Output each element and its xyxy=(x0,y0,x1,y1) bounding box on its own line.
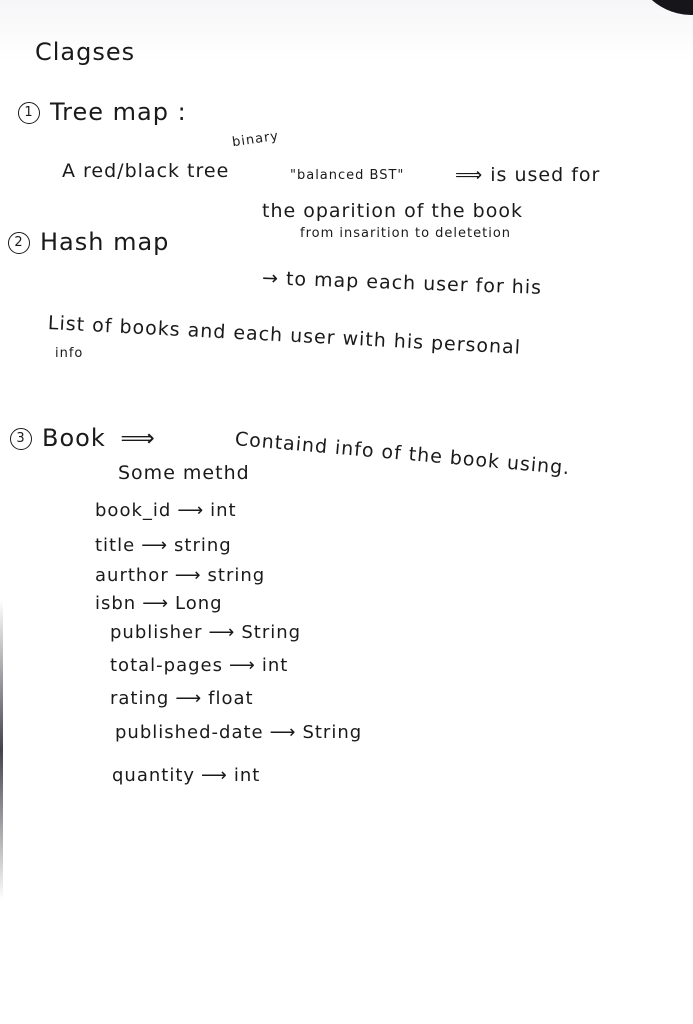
field-type: int xyxy=(210,500,237,521)
field-row: isbn⟶Long xyxy=(95,593,223,614)
hash-map-line-2: List of books and each user with his per… xyxy=(47,312,522,359)
page-corner-shadow xyxy=(635,0,693,32)
field-type: int xyxy=(233,765,261,786)
field-row: publisher⟶String xyxy=(110,622,301,643)
hash-map-label: Hash map xyxy=(40,228,170,256)
field-row: book_id⟶int xyxy=(95,500,237,521)
field-row: rating⟶float xyxy=(110,688,254,709)
binary-annotation: binary xyxy=(231,128,280,151)
hash-map-line-1: → to map each user for his xyxy=(261,267,543,299)
tree-map-line-4: the oparition of the book xyxy=(262,200,523,222)
arrow-icon: ⟶ xyxy=(174,565,202,586)
field-name: publisher xyxy=(110,622,203,643)
arrow-icon: ⟶ xyxy=(175,688,203,709)
section-number-3: 3 xyxy=(10,428,32,450)
field-type: String xyxy=(302,722,363,743)
tree-map-line-2: "balanced BST" xyxy=(290,168,405,183)
field-type: string xyxy=(207,565,266,586)
section-number-1: 1 xyxy=(18,102,40,124)
field-row: quantity⟶int xyxy=(112,765,260,786)
field-row: published-date⟶String xyxy=(115,722,362,743)
arrow-icon: ⟶ xyxy=(142,593,170,614)
tree-map-line-5: from insarition to deletetion xyxy=(300,226,512,241)
arrow-icon: ⟶ xyxy=(229,655,256,676)
field-type: int xyxy=(261,655,289,676)
field-row: aurthor⟶string xyxy=(95,565,265,586)
tree-map-label: Tree map : xyxy=(50,98,187,126)
hash-map-line-3: info xyxy=(55,346,84,361)
field-name: book_id xyxy=(95,500,172,521)
arrow-icon: ⟶ xyxy=(177,500,205,521)
book-label: Book xyxy=(42,424,106,452)
arrow-icon: ⟶ xyxy=(269,722,297,743)
field-row: total-pages ⟶int xyxy=(110,655,288,676)
section-book-title: 3 Book ⟹ xyxy=(10,424,162,452)
arrow-icon: ⟶ xyxy=(201,765,228,786)
field-name: total-pages xyxy=(110,655,223,676)
field-name: quantity xyxy=(112,765,196,786)
section-hash-map-title: 2 Hash map xyxy=(8,228,169,256)
field-name: aurthor xyxy=(95,565,169,586)
tree-map-line-1: A red/black tree xyxy=(62,160,230,182)
field-row: title⟶string xyxy=(95,535,232,556)
book-description: Containd info of the book using. xyxy=(234,428,572,480)
arrow-icon: ⟶ xyxy=(141,535,169,556)
book-subheading: Some methd xyxy=(118,462,250,484)
field-name: rating xyxy=(110,688,170,709)
double-arrow-icon: ⟹ xyxy=(120,424,156,452)
field-type: Long xyxy=(175,593,223,614)
section-tree-map-title: 1 Tree map : xyxy=(18,98,187,126)
tree-map-line-3: ⟹ is used for xyxy=(455,164,601,186)
field-name: published-date xyxy=(115,722,264,743)
field-name: title xyxy=(95,535,136,556)
section-number-2: 2 xyxy=(8,232,30,254)
page-edge-shadow xyxy=(0,600,3,900)
page-heading: Clagses xyxy=(35,38,136,66)
field-type: String xyxy=(241,622,302,643)
arrow-icon: ⟶ xyxy=(208,622,236,643)
field-type: string xyxy=(174,535,232,556)
field-type: float xyxy=(208,688,254,709)
field-name: isbn xyxy=(95,593,137,614)
